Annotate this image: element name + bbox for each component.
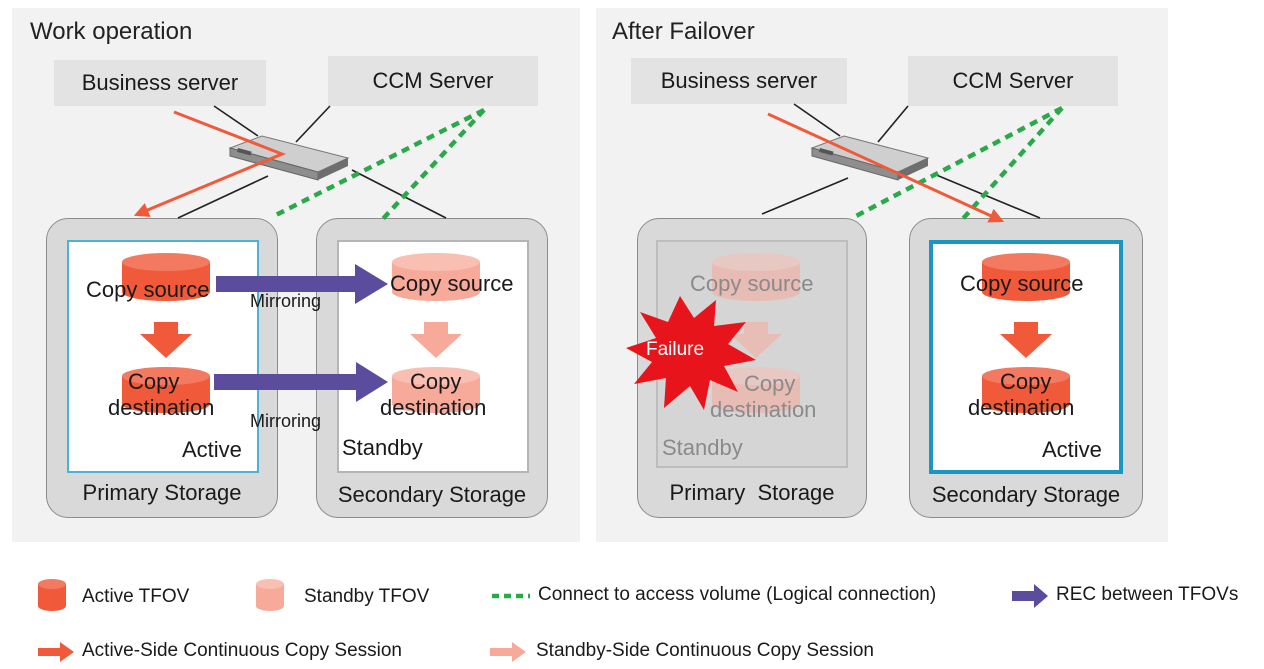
business-server-failover: Business server bbox=[631, 58, 847, 104]
copy-destination-label: Copy bbox=[744, 371, 796, 396]
work-operation-title: Work operation bbox=[30, 18, 193, 45]
legend-rec-icon bbox=[1012, 584, 1048, 608]
primary-storage-label: Primary Storage bbox=[82, 480, 242, 505]
legend-rec-label: REC between TFOVs bbox=[1056, 584, 1239, 605]
copy-destination-label: Copy bbox=[128, 369, 180, 394]
ccm-server-failover: CCM Server bbox=[908, 56, 1118, 106]
standby-state-label: Standby bbox=[662, 435, 743, 460]
copy-source-label: Copy source bbox=[960, 271, 1084, 296]
legend-active-session-icon bbox=[38, 642, 74, 662]
legend-logical-connection-label: Connect to access volume (Logical connec… bbox=[538, 584, 937, 605]
copy-destination-label: destination bbox=[968, 395, 1075, 420]
primary-storage-label: Primary Storage bbox=[669, 480, 835, 505]
copy-source-label: Copy source bbox=[390, 271, 514, 296]
standby-state-label: Standby bbox=[342, 435, 423, 460]
mirroring-label: Mirroring bbox=[250, 291, 322, 311]
legend-standby-session-label: Standby-Side Continuous Copy Session bbox=[536, 640, 874, 661]
legend-active-session-label: Active-Side Continuous Copy Session bbox=[82, 640, 403, 661]
legend-standby-session-icon bbox=[490, 642, 526, 662]
failure-label: Failure bbox=[646, 339, 705, 360]
secondary-storage-label: Secondary Storage bbox=[337, 482, 527, 507]
active-state-label: Active bbox=[182, 437, 242, 462]
copy-source-label: Copy source bbox=[86, 277, 210, 302]
after-failover-title: After Failover bbox=[612, 18, 755, 45]
copy-destination-label: Copy bbox=[1000, 369, 1052, 394]
copy-source-label: Copy source bbox=[690, 271, 814, 296]
legend-active-tfov-icon bbox=[38, 579, 66, 611]
mirroring-label: Mirroring bbox=[250, 411, 322, 431]
legend-active-tfov-label: Active TFOV bbox=[82, 586, 190, 607]
copy-destination-label: destination bbox=[380, 395, 487, 420]
secondary-storage-label: Secondary Storage bbox=[931, 482, 1121, 507]
ccm-server-work: CCM Server bbox=[328, 56, 538, 106]
business-server-work: Business server bbox=[54, 60, 266, 106]
active-state-label: Active bbox=[1042, 437, 1102, 462]
legend-standby-tfov-icon bbox=[256, 579, 284, 611]
copy-destination-label: destination bbox=[710, 397, 817, 422]
copy-destination-label: destination bbox=[108, 395, 215, 420]
copy-destination-label: Copy bbox=[410, 369, 462, 394]
legend-standby-tfov-label: Standby TFOV bbox=[304, 586, 430, 607]
